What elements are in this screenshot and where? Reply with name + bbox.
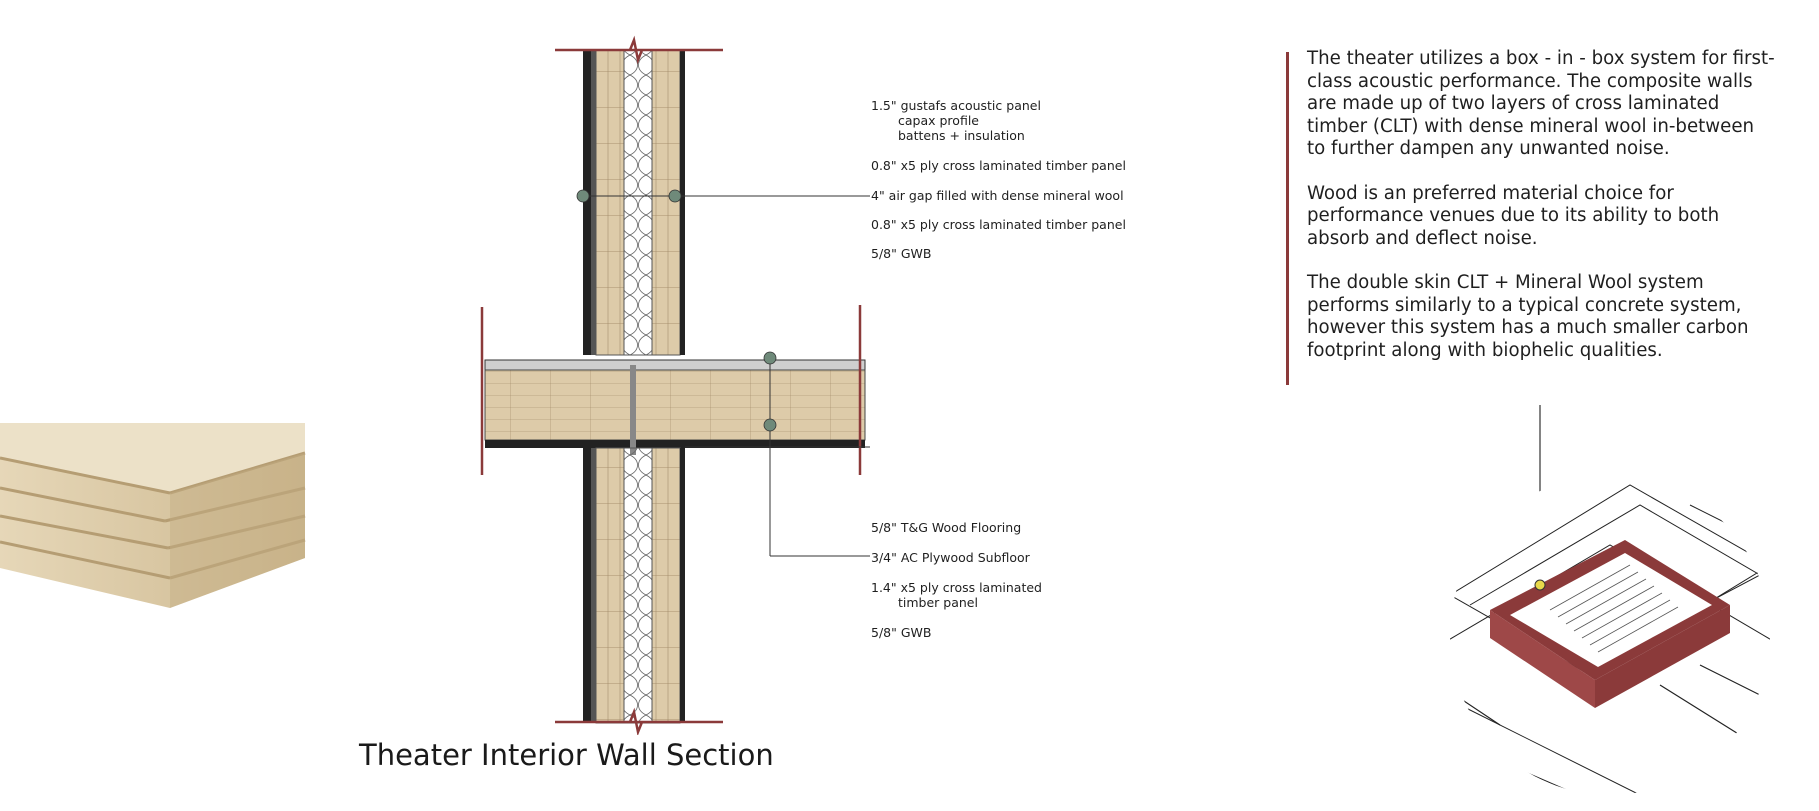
- clt-sample-image: [0, 423, 306, 608]
- theater-axonometric-diagram: [1450, 405, 1770, 795]
- description-paragraph-1: The theater utilizes a box - in - box sy…: [1307, 48, 1775, 159]
- upper-wall: [583, 49, 685, 356]
- callout-clt-floor-panel: 1.4" x5 ply cross laminated timber panel: [871, 580, 1042, 610]
- callout-air-gap: 4" air gap filled with dense mineral woo…: [871, 188, 1124, 203]
- description-paragraph-2: Wood is an preferred material choice for…: [1307, 182, 1720, 249]
- callout-wood-flooring: 5/8" T&G Wood Flooring: [871, 520, 1022, 535]
- description-paragraph-3: The double skin CLT + Mineral Wool syste…: [1307, 272, 1749, 361]
- callout-clt-panel-1: 0.8" x5 ply cross laminated timber panel: [871, 158, 1126, 173]
- description-text: The theater utilizes a box - in - box sy…: [1307, 48, 1777, 384]
- section-title: Theater Interior Wall Section: [359, 738, 774, 772]
- callout-clt-panel-2: 0.8" x5 ply cross laminated timber panel: [871, 217, 1126, 232]
- wall-section-diagram: [480, 35, 870, 735]
- floor-slab: [484, 359, 866, 455]
- description-accent-bar: [1286, 52, 1289, 385]
- lower-wall: [583, 447, 685, 724]
- callout-plywood-subfloor: 3/4" AC Plywood Subfloor: [871, 550, 1030, 565]
- callout-gwb-floor: 5/8" GWB: [871, 625, 932, 640]
- callout-gwb-wall: 5/8" GWB: [871, 246, 932, 261]
- callout-acoustic-panel: 1.5" gustafs acoustic panel capax profil…: [871, 98, 1041, 143]
